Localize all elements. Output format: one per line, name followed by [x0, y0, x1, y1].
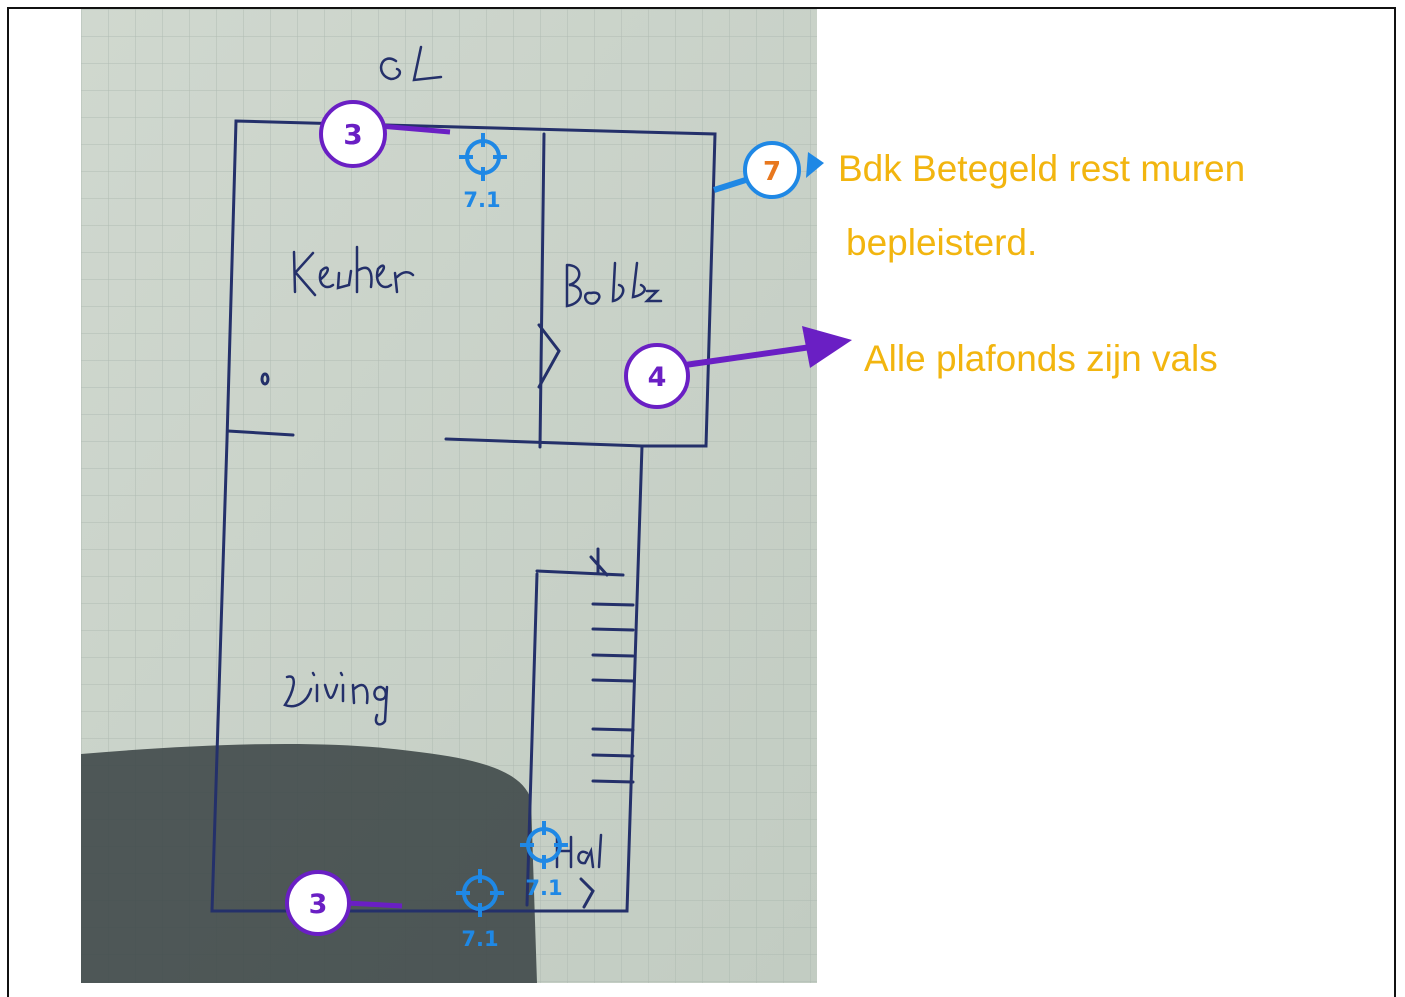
marker-circle — [743, 141, 801, 199]
pointer-line — [379, 123, 451, 135]
marker-7[interactable]: 7 — [713, 141, 824, 199]
marker-number: 4 — [648, 362, 667, 393]
marker-3-bottom[interactable]: 3 — [285, 870, 403, 936]
crosshair-icon — [459, 133, 507, 181]
marker-4[interactable]: 4 — [624, 326, 852, 409]
note-bathroom: Bdk Betegeld rest muren — [838, 148, 1246, 189]
floorplan-walls — [210, 119, 717, 913]
note-bathroom-cont: bepleisterd. — [846, 222, 1038, 263]
target-label: 7.1 — [525, 876, 562, 900]
target-hall[interactable]: 7.1 — [520, 821, 568, 900]
marker-3-top[interactable]: 3 — [319, 100, 451, 168]
marker-number: 3 — [309, 889, 328, 920]
label-bathroom — [565, 261, 663, 308]
pointer-line — [684, 343, 819, 368]
marker-circle — [319, 100, 387, 168]
label-floor — [379, 45, 443, 82]
arrowhead — [806, 152, 824, 178]
hand-shadow — [81, 743, 537, 983]
target-label: 7.1 — [463, 188, 500, 212]
marker-number: 3 — [343, 118, 362, 151]
floorplan-photo — [81, 9, 817, 983]
handwritten-labels — [283, 45, 663, 869]
crosshair-icon — [456, 869, 504, 917]
marker-circle — [624, 343, 690, 409]
pointer-line — [345, 900, 403, 909]
target-kitchen[interactable]: 7.1 — [459, 133, 507, 212]
crosshair-icon — [520, 821, 568, 869]
arrowhead — [802, 326, 852, 368]
target-label: 7.1 — [461, 927, 498, 951]
marker-circle — [285, 870, 351, 936]
marker-number: 7 — [763, 157, 781, 187]
note-ceilings: Alle plafonds zijn vals — [864, 338, 1218, 379]
target-living-bottom[interactable]: 7.1 — [456, 869, 504, 951]
label-kitchen — [292, 245, 415, 297]
label-living — [283, 671, 389, 726]
